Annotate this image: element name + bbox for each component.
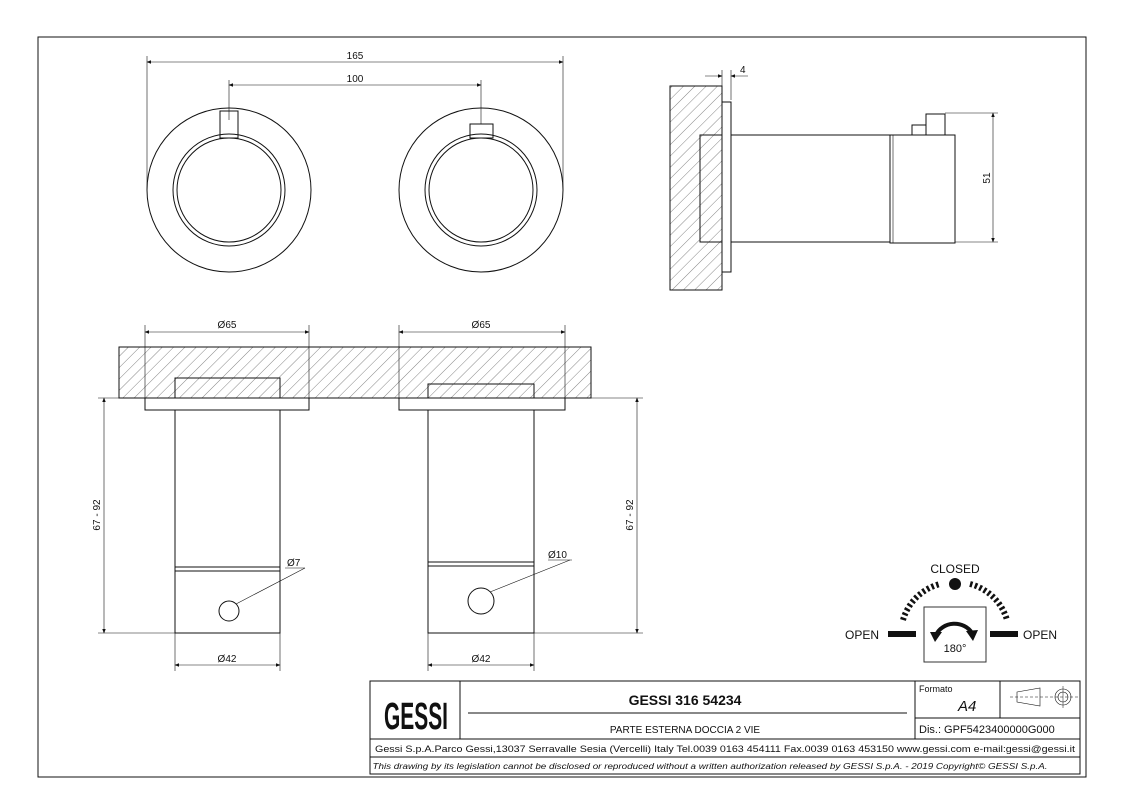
- dim-hole-left: Ø7: [287, 558, 301, 569]
- section-view: Ø7 Ø65 Ø42 67 - 92 Ø10: [92, 320, 643, 671]
- copyright-disclaimer: This drawing by its legislation cannot b…: [373, 762, 1048, 771]
- dim-100: 100: [347, 74, 364, 85]
- title-block: GESSI GESSI 316 54234 PARTE ESTERNA DOCC…: [369, 680, 1081, 775]
- angle-label: 180°: [944, 643, 967, 655]
- dim-flange-right: Ø65: [472, 320, 491, 331]
- gessi-logo: GESSI: [384, 696, 448, 738]
- wall-section: [669, 85, 723, 291]
- outlet-hole: [218, 600, 240, 622]
- open-left-label: OPEN: [845, 628, 879, 642]
- front-view-left-valve: [146, 107, 312, 273]
- closed-dot-icon: [949, 578, 961, 590]
- dim-165: 165: [347, 51, 364, 62]
- wall-section: [118, 346, 592, 399]
- dim-depth-right: 67 - 92: [625, 499, 636, 531]
- dim-body-left: Ø42: [218, 654, 237, 665]
- rotate-arrow-icon: [930, 621, 978, 642]
- open-marker-right: [990, 631, 1018, 637]
- dim-hole-right: Ø10: [548, 550, 567, 561]
- dim-4: 4: [740, 65, 746, 76]
- dim-51: 51: [982, 172, 993, 184]
- side-view: 51 4: [669, 65, 998, 291]
- section-right-valve: Ø10 Ø65 Ø42 67 - 92: [398, 320, 643, 671]
- drawing-subtitle: PARTE ESTERNA DOCCIA 2 VIE: [610, 725, 761, 736]
- dim-flange-left: Ø65: [218, 320, 237, 331]
- rotation-diagram: CLOSED OPEN OPEN 180°: [845, 562, 1057, 663]
- front-view-right-valve: [398, 107, 564, 273]
- projection-symbol-icon: [1010, 686, 1078, 708]
- valve-cap: [889, 134, 956, 244]
- drawing-title: GESSI 316 54234: [629, 692, 742, 708]
- front-view: 165 100: [146, 51, 564, 273]
- drawing-number: Dis.: GPF5423400000G000: [919, 724, 1055, 736]
- wall-plate: [721, 101, 732, 273]
- valve-body: [730, 134, 891, 243]
- handle-lever: [469, 123, 494, 139]
- format-value: A4: [957, 698, 976, 715]
- open-right-label: OPEN: [1023, 628, 1057, 642]
- format-label: Formato: [919, 684, 953, 694]
- dim-depth-left: 67 - 92: [92, 499, 103, 531]
- outlet-hole: [467, 587, 495, 615]
- section-left-valve: Ø7 Ø65 Ø42 67 - 92: [92, 320, 310, 671]
- closed-label: CLOSED: [930, 562, 980, 576]
- sheet-border: [37, 36, 1087, 778]
- handle-lever: [925, 113, 946, 136]
- company-info: Gessi S.p.A.Parco Gessi,13037 Serravalle…: [375, 744, 1075, 755]
- dim-body-right: Ø42: [472, 654, 491, 665]
- open-marker-left: [888, 631, 916, 637]
